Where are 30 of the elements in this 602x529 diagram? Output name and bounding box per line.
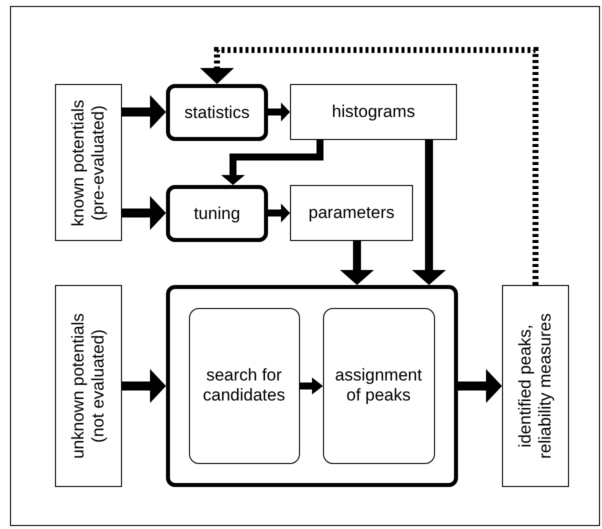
node-label: unknown potentials (not evaluated)	[68, 312, 108, 461]
process-box	[290, 185, 413, 241]
node-label: tuning	[192, 203, 242, 224]
arrow	[268, 204, 290, 222]
node-label: known potentials (pre-evaluated)	[68, 98, 108, 228]
step-box	[188, 308, 300, 464]
arrow	[300, 378, 323, 394]
process-box	[55, 84, 122, 241]
arrow	[340, 241, 374, 285]
step-box	[322, 308, 434, 464]
process-box	[290, 84, 457, 140]
node-label: parameters	[308, 202, 396, 224]
node-label: identified peaks, reliability measures	[515, 312, 556, 461]
arrow	[268, 102, 290, 122]
arrow	[221, 140, 324, 185]
arrow	[122, 196, 166, 230]
node-label: assignment of peaks	[334, 365, 423, 406]
process-box	[166, 285, 458, 487]
arrow	[412, 140, 446, 285]
process-box	[166, 84, 268, 141]
arrow	[458, 369, 502, 403]
node-label: histograms	[330, 102, 416, 122]
arrow	[122, 95, 166, 129]
node-label: search for candidates	[202, 365, 286, 406]
arrow	[122, 369, 166, 403]
node-label: statistics	[183, 102, 251, 123]
arrow	[200, 47, 538, 285]
process-box	[166, 185, 268, 242]
process-box	[55, 285, 122, 487]
process-box	[502, 285, 569, 487]
